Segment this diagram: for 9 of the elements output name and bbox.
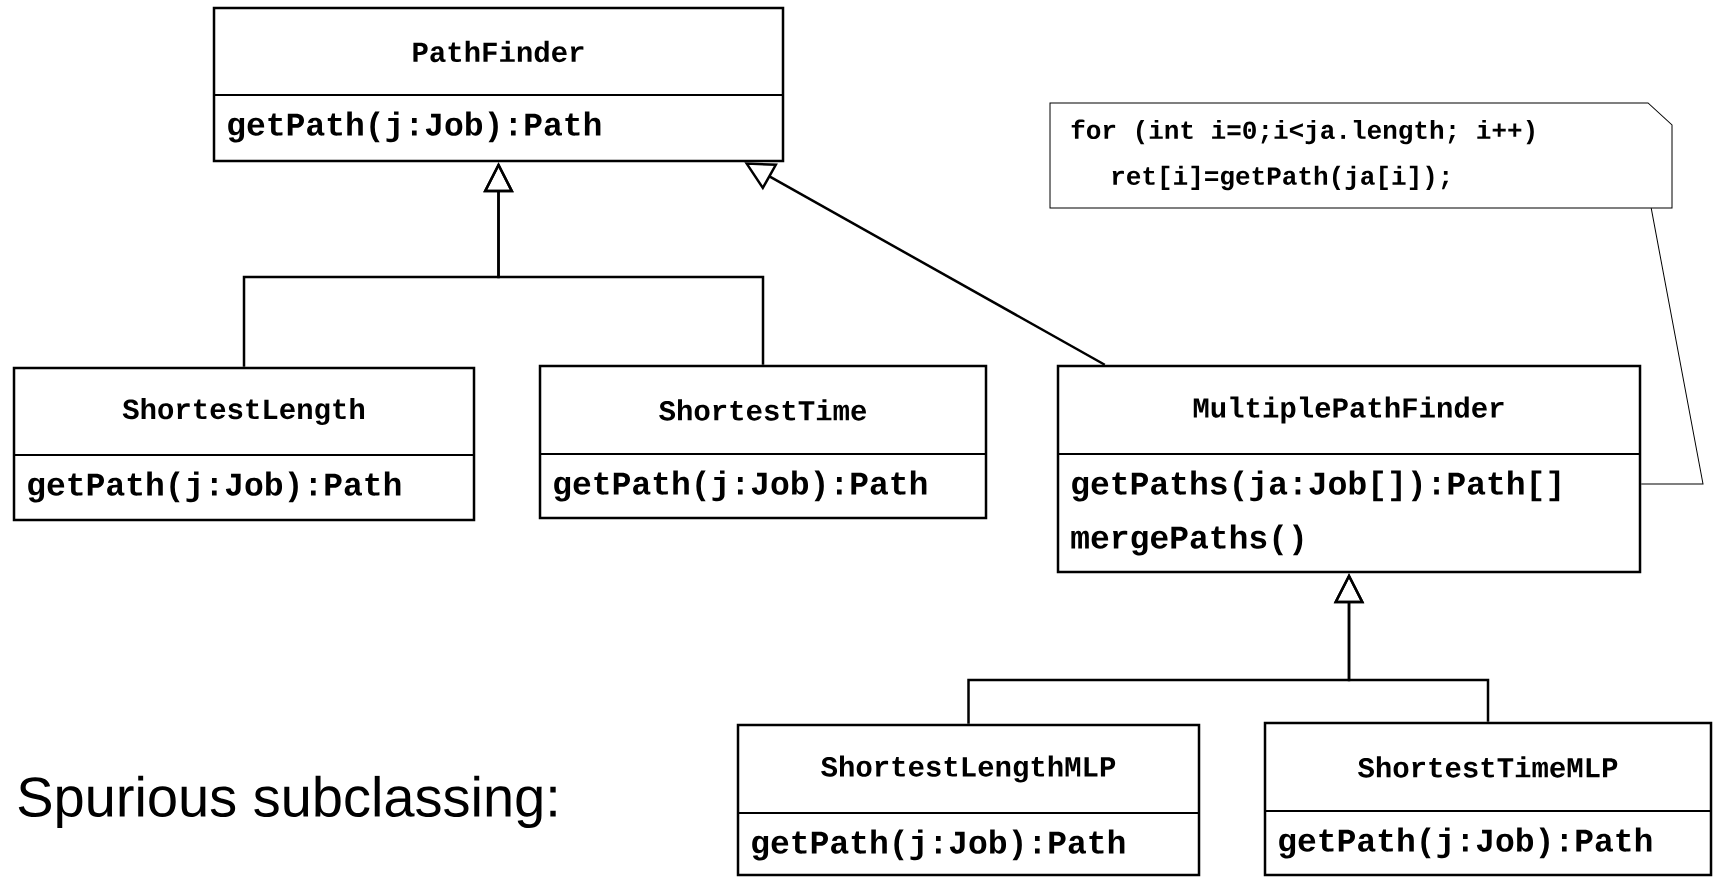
- class-box: ShortestTimeMLP getPath(j:Job):Path: [1263, 721, 1713, 877]
- class-box: ShortestTime getPath(j:Job):Path: [538, 364, 988, 520]
- note-box: for (int i=0;i<ja.length; i++) ret[i]=getPath(ja[i]);: [1049, 102, 1673, 209]
- class-box: ShortestLength getPath(j:Job):Path: [12, 366, 476, 522]
- caption-text: Spurious subclassing:: [18, 775, 556, 829]
- leader-line: [1640, 207, 1704, 485]
- class-box: PathFinder getPath(j:Job):Path: [212, 6, 785, 163]
- class-box: ShortestLengthMLP getPath(j:Job):Path: [736, 723, 1201, 877]
- class-box: MultiplePathFinder getPaths(ja:Job[]):Path[] mergePaths(): [1056, 364, 1642, 574]
